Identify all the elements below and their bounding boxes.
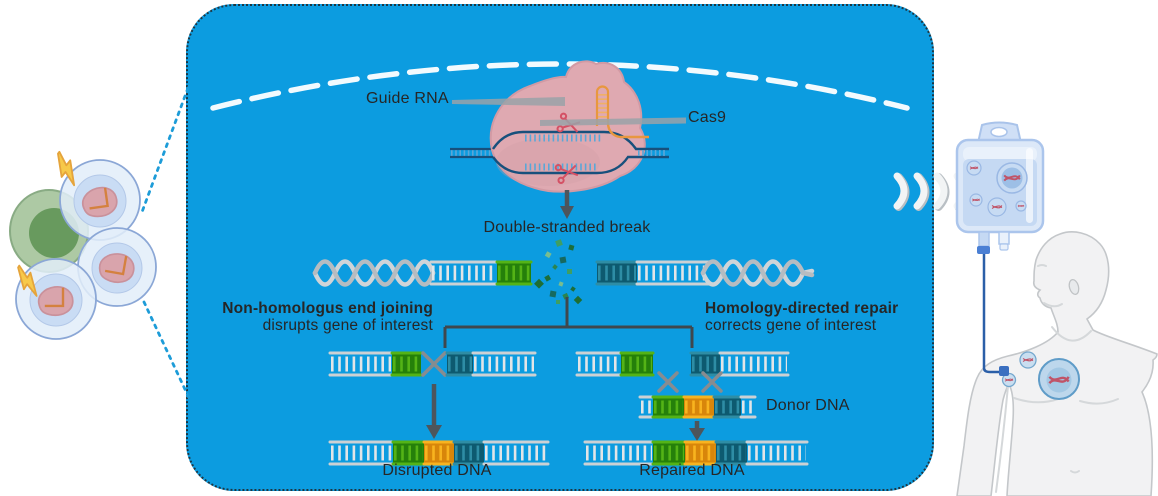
transfected-cell	[15, 258, 97, 340]
nhej-subtitle: disrupts gene of interest	[262, 316, 433, 334]
transfected-cell	[77, 227, 157, 307]
bag-port-cap	[977, 246, 990, 254]
dna-helix	[312, 259, 436, 287]
cell-cluster	[9, 150, 157, 340]
cas9-complex	[450, 60, 686, 193]
scissors-icon	[554, 164, 579, 184]
nhej-broken-dna	[328, 351, 537, 377]
edited-cells-in-patient	[1001, 351, 1080, 400]
guide-rna-pointer-line	[452, 97, 565, 106]
guide-rna-label: Guide RNA	[366, 90, 449, 107]
iv-bag	[955, 121, 1045, 376]
hdr-broken-dna	[575, 351, 790, 377]
disrupted-dna-strand	[328, 440, 550, 466]
cas9-pointer-line	[540, 117, 686, 126]
dna-bubble	[492, 130, 669, 175]
bag-highlight	[1026, 148, 1033, 223]
iv-tube	[982, 254, 1001, 374]
pathway-branch-lines	[443, 297, 694, 348]
cells-in-bag	[966, 160, 1028, 217]
donor-dna-label: Donor DNA	[766, 397, 850, 414]
broken-chromosome	[312, 239, 815, 305]
hdr-title: Homology-directed repair	[705, 300, 899, 317]
disrupted-dna-label: Disrupted DNA	[382, 462, 492, 479]
ear	[1068, 279, 1080, 295]
patient-figure	[956, 231, 1158, 496]
double-stranded-break-label: Double-stranded break	[483, 219, 651, 236]
delivery-chevrons	[893, 172, 970, 211]
hdr-label-block: Homology-directed repair corrects gene o…	[705, 300, 899, 334]
zoom-connector-lines	[140, 86, 192, 402]
break-x-mark	[421, 351, 447, 377]
bag-hanger-hole	[990, 126, 1008, 138]
nhej-label-block: Non-homologus end joining disrupts gene …	[203, 300, 433, 334]
crossover-x-marks	[657, 371, 723, 393]
iv-tube-connector	[999, 366, 1009, 376]
cas9-label: Cas9	[688, 109, 727, 126]
donor-dna-strand	[638, 395, 757, 419]
dna-break-fragments	[534, 239, 583, 305]
dna-helix	[700, 259, 815, 287]
repaired-dna-label: Repaired DNA	[639, 462, 745, 479]
break-arrow	[560, 190, 574, 219]
target-dna-left	[450, 147, 493, 159]
hdr-subtitle: corrects gene of interest	[705, 316, 877, 334]
nhej-arrow	[426, 384, 442, 439]
nuclear-membrane-dashed-arc	[210, 61, 910, 111]
nhej-title: Non-homologus end joining	[222, 300, 433, 317]
repaired-dna-strand	[583, 440, 809, 466]
cas9-shading	[496, 138, 600, 186]
hdr-arrow	[689, 421, 705, 441]
